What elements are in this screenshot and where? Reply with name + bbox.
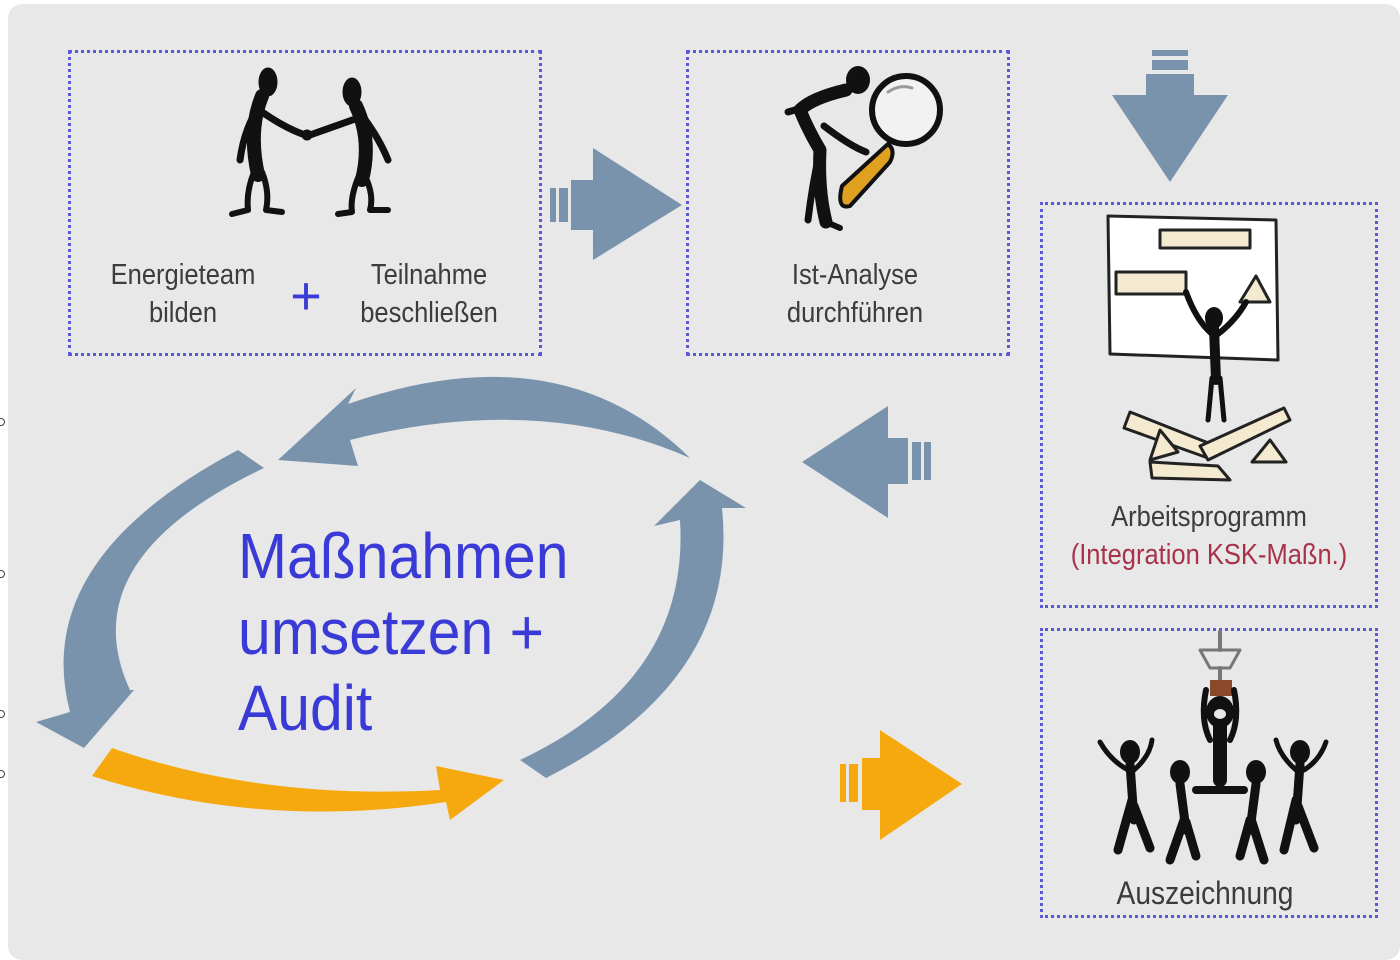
cycle-title-line2: umsetzen + bbox=[238, 596, 545, 668]
team-label: Energieteam bilden bbox=[99, 256, 266, 332]
analysis-box bbox=[686, 50, 1010, 356]
team-label-line1: Energieteam bbox=[110, 259, 256, 291]
participation-label: Teilnahme beschließen bbox=[345, 256, 512, 332]
participation-label-line2: beschließen bbox=[360, 297, 498, 329]
arrow-to-analysis bbox=[550, 148, 682, 260]
cycle-title-line3: Audit bbox=[238, 672, 373, 744]
analysis-label-line2: durchführen bbox=[786, 297, 924, 329]
magnifier-figure-icon bbox=[784, 66, 943, 231]
plus-sign: + bbox=[290, 266, 322, 326]
team-box bbox=[68, 50, 542, 356]
cycle-title-line1: Maßnahmen bbox=[238, 520, 569, 592]
analysis-label: Ist-Analyse durchführen bbox=[754, 256, 956, 332]
program-box bbox=[1040, 202, 1378, 608]
edge-marker bbox=[0, 710, 5, 718]
cycle-arrows bbox=[36, 376, 746, 820]
program-label: Arbeitsprogramm (Integration KSK-Maßn.) bbox=[1064, 498, 1354, 574]
analysis-label-line1: Ist-Analyse bbox=[791, 259, 919, 291]
team-label-line2: bilden bbox=[148, 297, 218, 329]
award-label-text: Auszeichnung bbox=[1116, 875, 1294, 911]
arrow-back-to-cycle bbox=[802, 406, 931, 518]
trophy-celebration-icon bbox=[1097, 630, 1329, 865]
award-label: Auszeichnung bbox=[1077, 874, 1332, 912]
handshake-figures-icon bbox=[229, 67, 392, 217]
edge-marker bbox=[0, 770, 5, 778]
edge-marker bbox=[0, 570, 5, 578]
edge-marker bbox=[0, 418, 5, 426]
arrow-down-to-program bbox=[1112, 50, 1228, 182]
cycle-title: Maßnahmen umsetzen + Audit bbox=[238, 518, 569, 746]
program-label-line1: Arbeitsprogramm bbox=[1111, 501, 1307, 533]
award-box bbox=[1040, 628, 1378, 918]
participation-label-line1: Teilnahme bbox=[370, 259, 488, 291]
program-label-line2: (Integration KSK-Maßn.) bbox=[1070, 539, 1348, 571]
arrow-to-award bbox=[840, 730, 962, 840]
planning-figure-icon bbox=[1106, 214, 1292, 482]
